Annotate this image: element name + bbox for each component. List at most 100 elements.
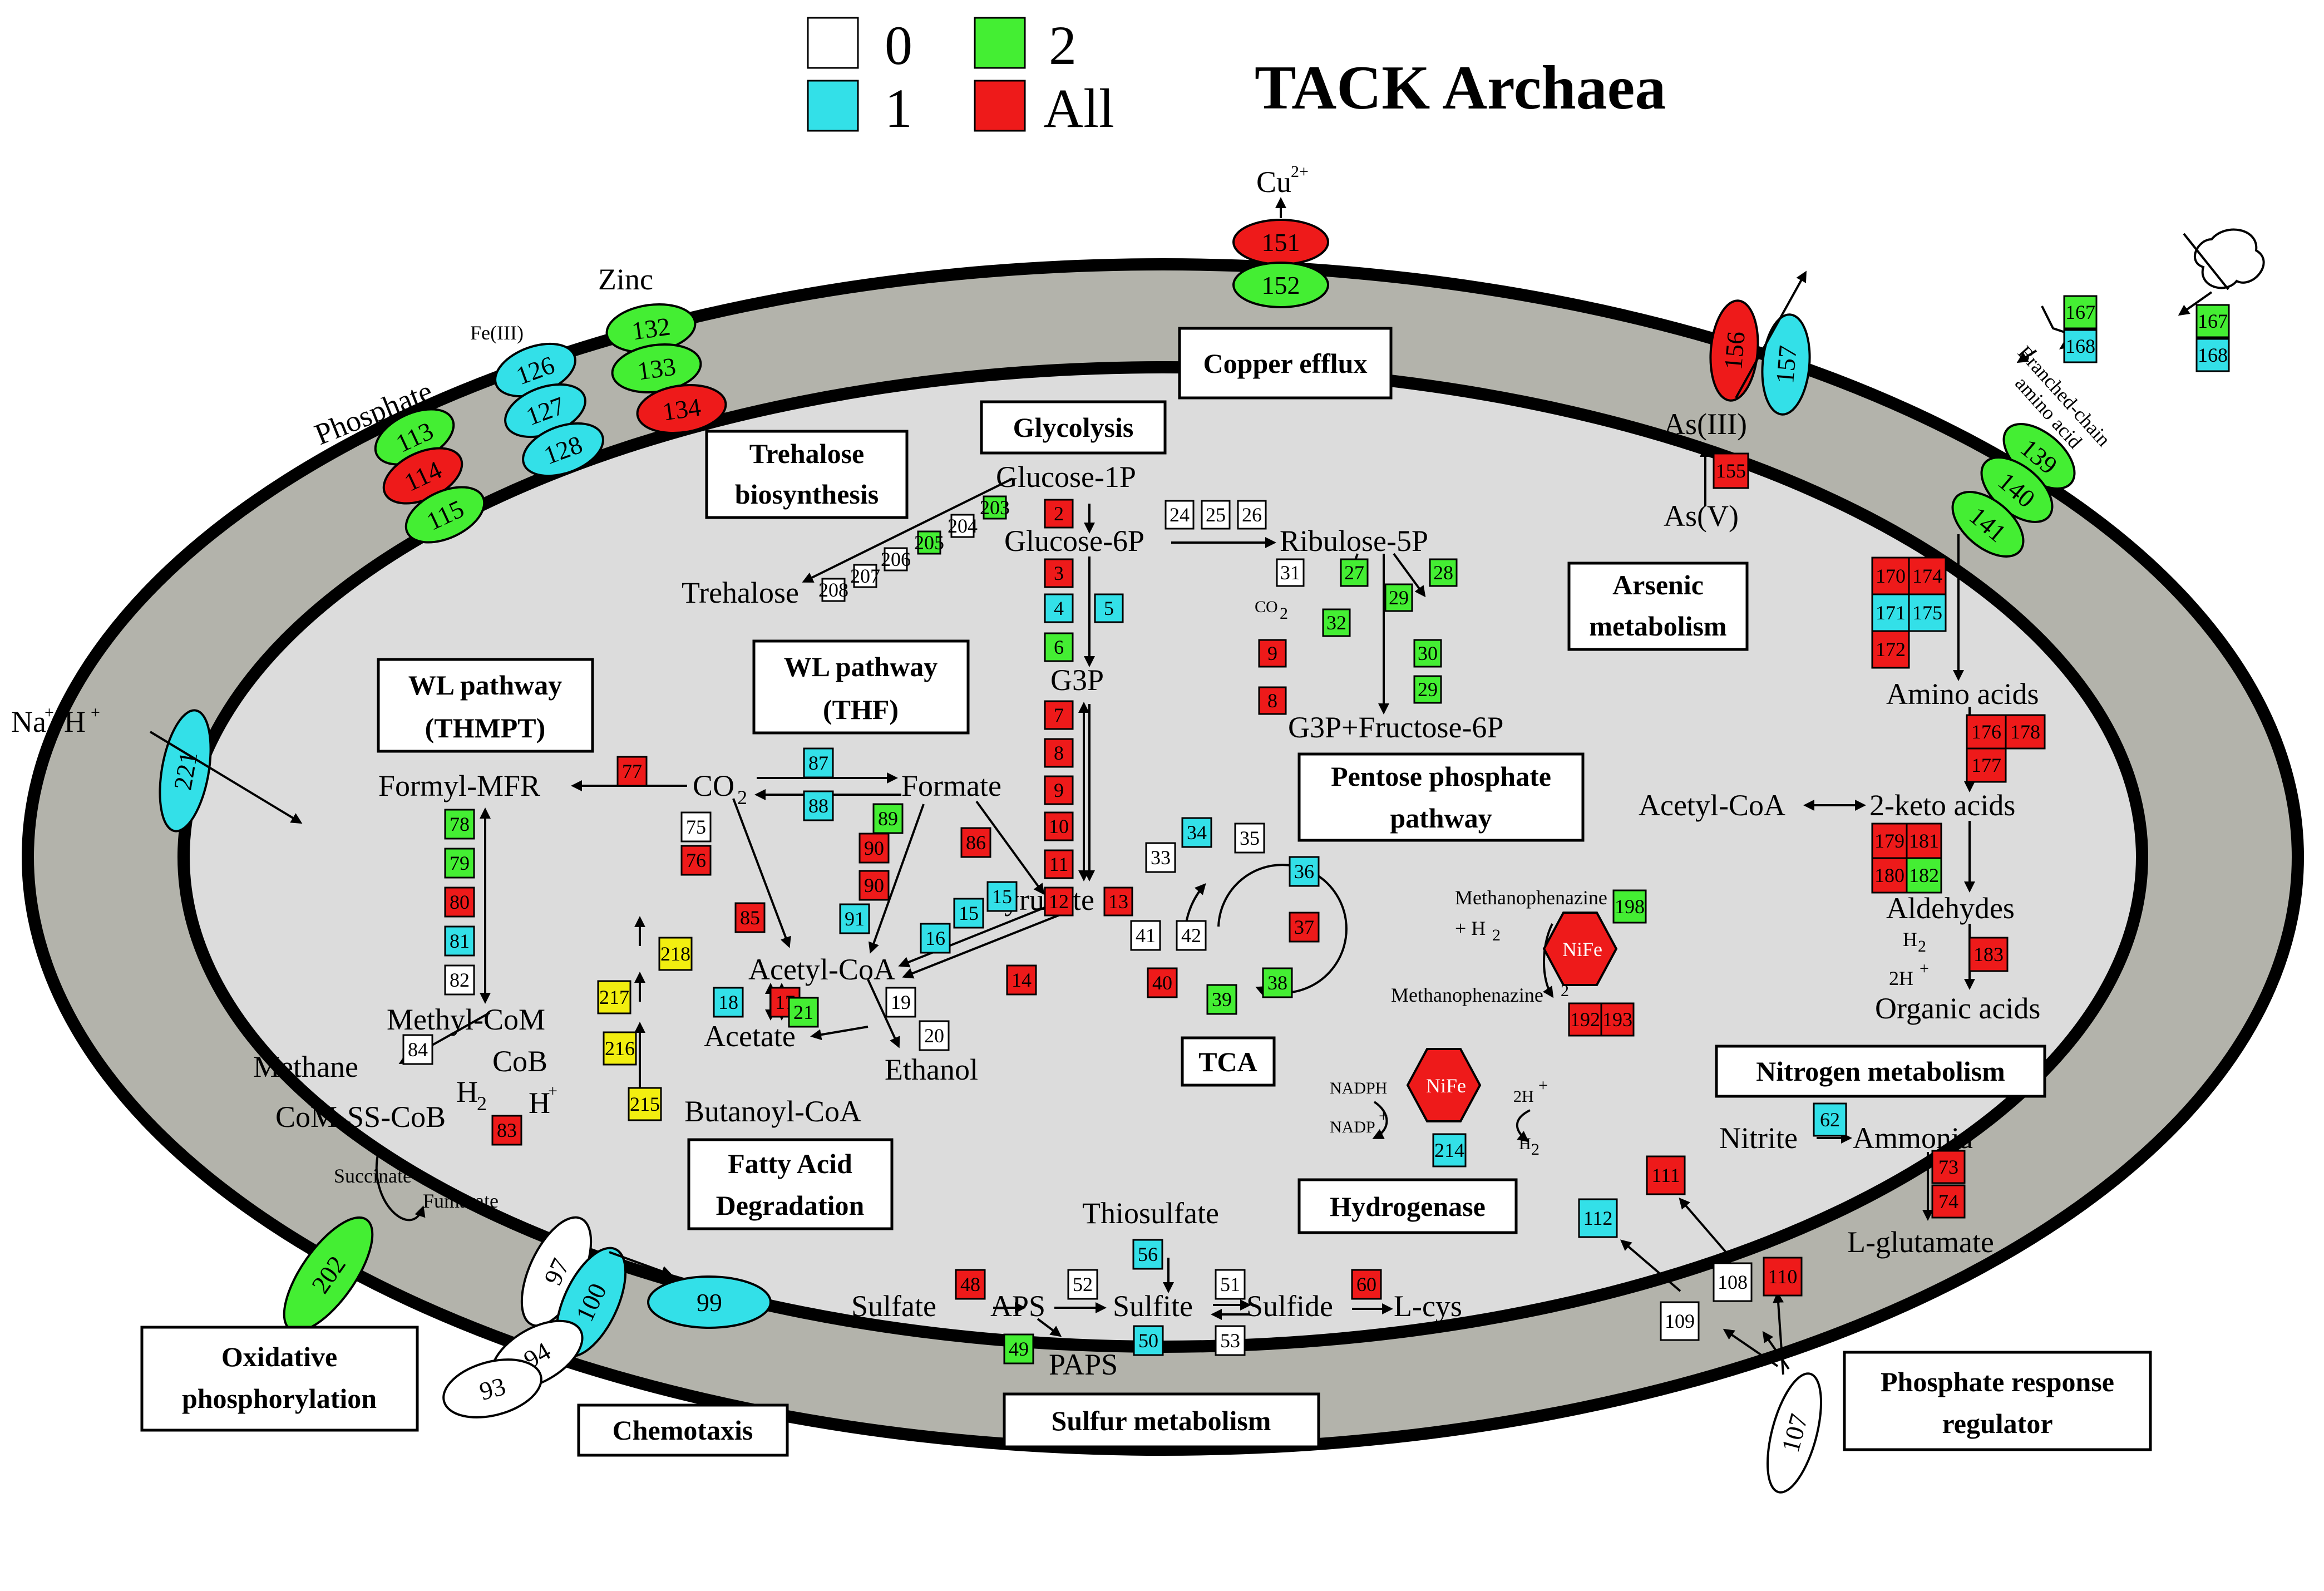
enzyme-chip-108: 108 bbox=[1713, 1262, 1753, 1302]
enzyme-chip-label-108: 108 bbox=[1718, 1271, 1748, 1293]
transporter-99: 99 bbox=[647, 1275, 772, 1329]
enzyme-chip-label-170: 170 bbox=[1876, 565, 1906, 587]
label-formate: Formate bbox=[901, 769, 1001, 802]
enzyme-chip-box-216 bbox=[603, 1031, 637, 1066]
enzyme-chip-5: 5 bbox=[1094, 593, 1124, 623]
enzyme-chip-box-172 bbox=[1871, 630, 1910, 669]
enzyme-chip-box-37 bbox=[1289, 912, 1320, 943]
enzyme-chip-31: 31 bbox=[1276, 558, 1305, 587]
enzyme-chip-label-51: 51 bbox=[1220, 1273, 1240, 1296]
legend-swatch-0 bbox=[807, 17, 859, 69]
box-tca: TCA bbox=[1198, 1046, 1257, 1077]
enzyme-chip-box-8 bbox=[1044, 738, 1074, 768]
enzyme-chip-26: 26 bbox=[1237, 500, 1267, 530]
enzyme-chip-87: 87 bbox=[803, 747, 834, 779]
legend-label-2: 2 bbox=[1049, 14, 1077, 76]
enzyme-chip-box-198 bbox=[1612, 889, 1647, 924]
label-2h-hyd-sup: + bbox=[1538, 1076, 1548, 1095]
transporter-151: 151 bbox=[1232, 219, 1329, 265]
enzyme-chip-112: 112 bbox=[1578, 1198, 1618, 1238]
enzyme-chip-19: 19 bbox=[885, 987, 916, 1018]
enzyme-chip-label-33: 33 bbox=[1151, 846, 1171, 869]
transporter-ellipse-134 bbox=[636, 383, 727, 435]
enzyme-chip-13: 13 bbox=[1103, 886, 1133, 917]
enzyme-chip-84: 84 bbox=[402, 1034, 433, 1065]
transporter-115: 115 bbox=[404, 486, 486, 544]
enzyme-chip-label-3: 3 bbox=[1054, 562, 1064, 584]
label-sulfate: Sulfate bbox=[851, 1289, 936, 1323]
enzyme-chip-label-52: 52 bbox=[1073, 1273, 1093, 1296]
label-methyl-com: Methyl-CoM bbox=[387, 1003, 545, 1036]
label-methanophenazine-h2-sub: 2 bbox=[1561, 982, 1569, 1000]
enzyme-chip-box-182 bbox=[1906, 857, 1942, 894]
enzyme-chip-box-26 bbox=[1237, 500, 1267, 530]
enzyme-chip-box-217 bbox=[597, 980, 631, 1014]
label-l-cys: L-cys bbox=[1394, 1289, 1462, 1323]
transporter-132: 132 bbox=[605, 303, 697, 354]
box-arsenic-line2: metabolism bbox=[1589, 610, 1726, 642]
enzyme-chip-box-11 bbox=[1044, 849, 1074, 879]
enzyme-chip-label-15: 15 bbox=[959, 902, 979, 924]
box-wl-thf-line2: (THF) bbox=[823, 694, 899, 725]
enzyme-chip-15: 15 bbox=[986, 881, 1018, 912]
enzyme-chip-box-90 bbox=[858, 870, 890, 901]
enzyme-chip-box-168 bbox=[2195, 338, 2230, 372]
transporter-ellipse-107 bbox=[1767, 1372, 1822, 1494]
label-succinate: Succinate bbox=[334, 1165, 412, 1187]
enzyme-chip-box-21 bbox=[788, 997, 819, 1028]
enzyme-chip-label-8: 8 bbox=[1267, 689, 1277, 712]
label-h2-right: H bbox=[1903, 928, 1917, 950]
enzyme-chip-label-174: 174 bbox=[1912, 565, 1942, 587]
enzyme-chip-label-79: 79 bbox=[450, 852, 470, 874]
label-acetyl-coa: Acetyl-CoA bbox=[748, 953, 895, 986]
enzyme-chip-label-168: 168 bbox=[2198, 344, 2228, 366]
enzyme-chip-label-168: 168 bbox=[2065, 335, 2095, 357]
label-nadph: NADPH bbox=[1330, 1079, 1387, 1097]
box-glycolysis: Glycolysis bbox=[1013, 412, 1134, 443]
label-ethanol: Ethanol bbox=[885, 1053, 978, 1086]
enzyme-chip-214: 214 bbox=[1432, 1133, 1467, 1168]
transporter-93: 93 bbox=[442, 1358, 542, 1418]
enzyme-chip-box-75 bbox=[680, 811, 712, 843]
transporter-152: 152 bbox=[1232, 262, 1329, 308]
enzyme-chip-52: 52 bbox=[1067, 1269, 1098, 1300]
enzyme-chip-label-8: 8 bbox=[1054, 742, 1064, 764]
enzyme-chip-80: 80 bbox=[444, 886, 475, 918]
enzyme-chip-box-215 bbox=[628, 1087, 662, 1121]
enzyme-chip-label-62: 62 bbox=[1820, 1109, 1840, 1131]
enzyme-chip-box-203 bbox=[983, 495, 1007, 520]
enzyme-chip-box-168 bbox=[2063, 329, 2098, 363]
enzyme-chip-109: 109 bbox=[1660, 1301, 1700, 1341]
enzyme-chip-20: 20 bbox=[919, 1020, 950, 1051]
enzyme-chip-3: 3 bbox=[1044, 558, 1074, 588]
label-2h-hyd: 2H bbox=[1513, 1087, 1534, 1106]
enzyme-chip-box-77 bbox=[616, 756, 648, 787]
enzyme-chip-204: 204 bbox=[948, 514, 978, 538]
enzyme-chip-label-172: 172 bbox=[1876, 638, 1906, 661]
transporter-107: 107 bbox=[1767, 1372, 1822, 1494]
enzyme-chip-box-15 bbox=[953, 898, 984, 929]
enzyme-chip-label-83: 83 bbox=[497, 1119, 517, 1141]
enzyme-chip-18: 18 bbox=[713, 987, 744, 1018]
enzyme-chip-12: 12 bbox=[1044, 886, 1074, 917]
box-arsenic-line1: Arsenic bbox=[1612, 569, 1704, 600]
enzyme-chip-label-90: 90 bbox=[864, 874, 884, 897]
transporter-133: 133 bbox=[611, 343, 702, 394]
enzyme-chip-box-214 bbox=[1432, 1133, 1467, 1168]
enzyme-chip-box-18 bbox=[713, 987, 744, 1018]
transporter-202: 202 bbox=[283, 1216, 374, 1333]
enzyme-chip-label-21: 21 bbox=[793, 1001, 813, 1023]
legend: 0 2 1 All bbox=[807, 14, 1114, 139]
enzyme-chip-box-76 bbox=[680, 845, 712, 876]
enzyme-chip-168: 168 bbox=[2063, 329, 2098, 363]
enzyme-chip-box-88 bbox=[803, 790, 834, 821]
enzyme-chip-180: 180 bbox=[1871, 857, 1908, 894]
enzyme-chip-170: 170 bbox=[1871, 556, 1910, 595]
enzyme-chip-box-109 bbox=[1660, 1301, 1700, 1341]
nife-hexagon-methanophenazine bbox=[1542, 912, 1618, 986]
enzyme-chip-175: 175 bbox=[1908, 593, 1947, 632]
label-fumarate: Fumarate bbox=[423, 1190, 499, 1212]
enzyme-chip-box-192 bbox=[1568, 1002, 1602, 1037]
